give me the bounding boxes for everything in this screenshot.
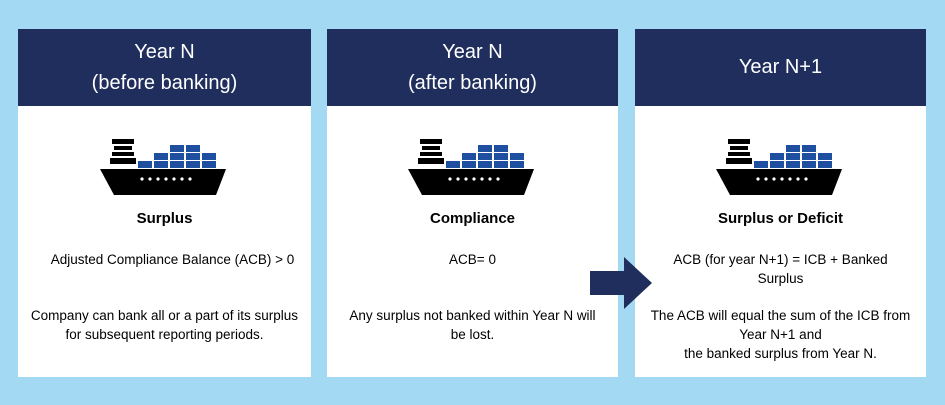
description-line-1: The ACB will equal the sum of the ICB fr… (650, 308, 911, 342)
header-line-2: (after banking) (408, 71, 537, 94)
cargo-ship-icon (407, 139, 534, 195)
header-line-2: (before banking) (91, 71, 238, 94)
card-year-n-before-banking: Year N (before banking) (18, 29, 311, 377)
header-line-1: Year N+1 (738, 56, 823, 78)
card-header: Year N+1 (635, 29, 926, 106)
card-header: Year N (after banking) (327, 29, 618, 106)
card-description: Any surplus not banked within Year N wil… (349, 308, 596, 342)
cargo-ship-icon (715, 139, 842, 195)
card-title: Compliance (429, 210, 516, 227)
card-metric: ACB (for year N+1) = ICB + Banked Surplu… (673, 252, 888, 286)
card-title: Surplus (136, 210, 193, 227)
card-header: Year N (before banking) (18, 29, 311, 106)
header-line-1: Year N (442, 40, 503, 63)
card-metric: Adjusted Compliance Balance (ACB) > 0 (50, 252, 295, 267)
card-title: Surplus or Deficit (717, 210, 844, 227)
description-line-2: the banked surplus from Year N. (684, 346, 877, 361)
card-description: Company can bank all or a part of its su… (30, 308, 299, 342)
card-year-n-after-banking: Year N (after banking) (327, 29, 618, 377)
header-line-1: Year N (134, 40, 195, 63)
card-metric: ACB= 0 (449, 252, 496, 267)
cargo-ship-icon (99, 139, 226, 195)
card-year-n-plus-1: Year N+1 Surplus or (635, 29, 926, 377)
right-arrow-icon (590, 257, 652, 309)
card-description: The ACB will equal the sum of the ICB fr… (643, 306, 918, 363)
